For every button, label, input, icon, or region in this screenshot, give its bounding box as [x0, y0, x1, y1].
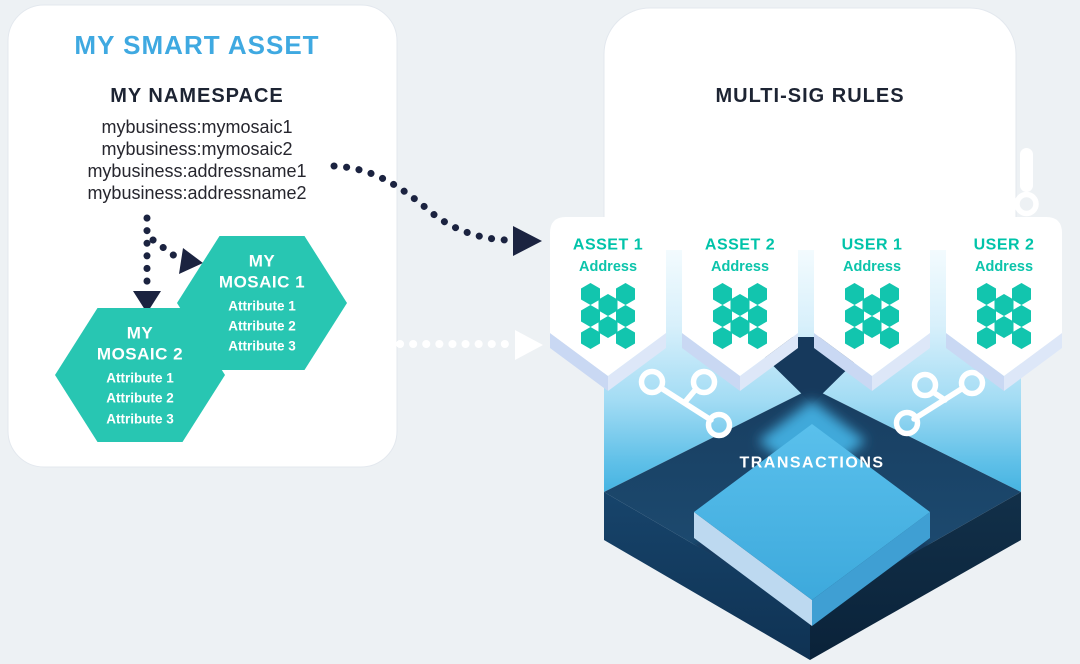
dotted-arrow-to-multisig — [330, 162, 512, 244]
platform-left-face — [604, 492, 810, 660]
mosaic-2-line2: MOSAIC 2 — [97, 345, 183, 364]
arrowhead-branch-icon — [179, 248, 203, 274]
mosaic-2-attr: Attribute 1 — [106, 371, 174, 386]
circuit-left-icon — [638, 368, 733, 439]
card-asset-1: ASSET 1 Address — [550, 217, 666, 391]
smart-asset-title: MY SMART ASSET — [74, 30, 319, 60]
clipped-circuit-icon — [1014, 148, 1039, 217]
card-asset-2: ASSET 2 Address — [682, 217, 798, 391]
card-subtitle: Address — [843, 259, 901, 275]
mosaic-1-attr: Attribute 1 — [228, 299, 296, 314]
card-title: USER 1 — [842, 237, 903, 254]
card-edge-right — [740, 333, 798, 391]
card-edge-right — [872, 333, 930, 391]
transactions-platform: TRANSACTIONS — [694, 424, 930, 626]
mosaic-1-line2: MOSAIC 1 — [219, 273, 305, 292]
card-user-2: USER 2 Address — [946, 217, 1062, 391]
mosaic-1-attr: Attribute 2 — [228, 319, 296, 334]
card-subtitle: Address — [711, 259, 769, 275]
card-subtitle: Address — [579, 259, 637, 275]
namespace-line: mybusiness:mymosaic2 — [101, 139, 292, 159]
card-edge-left — [814, 333, 872, 391]
namespace-line: mybusiness:addressname1 — [87, 161, 306, 181]
mosaic-2-attr: Attribute 2 — [106, 391, 174, 406]
card-edge-left — [550, 333, 608, 391]
dotted-arrow-branch — [149, 236, 180, 261]
card-subtitle: Address — [975, 259, 1033, 275]
card-edge-right — [1004, 333, 1062, 391]
card-title: ASSET 2 — [705, 237, 775, 254]
card-edge-left — [946, 333, 1004, 391]
card-title: USER 2 — [974, 237, 1035, 254]
mosaic-1-attr: Attribute 3 — [228, 339, 296, 354]
mosaic-1-hexagon: MY MOSAIC 1 Attribute 1 Attribute 2 Attr… — [177, 236, 347, 370]
arrowhead-to-multisig-icon — [513, 226, 542, 256]
mosaic-2-hexagon: MY MOSAIC 2 Attribute 1 Attribute 2 Attr… — [55, 308, 225, 442]
card-title: ASSET 1 — [573, 237, 643, 254]
multisig-title: MULTI-SIG RULES — [715, 85, 904, 107]
namespace-title: MY NAMESPACE — [110, 85, 284, 107]
transactions-label: TRANSACTIONS — [739, 455, 884, 472]
platform-right-face — [810, 492, 1021, 660]
namespace-line: mybusiness:addressname2 — [87, 183, 306, 203]
mosaic-2-line1: MY — [127, 324, 154, 343]
namespace-line: mybusiness:mymosaic1 — [101, 117, 292, 137]
arrowhead-white-icon — [515, 330, 543, 360]
card-edge-right — [608, 333, 666, 391]
mosaic-2-attr: Attribute 3 — [106, 412, 174, 427]
mosaic-1-line1: MY — [249, 252, 276, 271]
card-edge-left — [682, 333, 740, 391]
card-user-1: USER 1 Address — [814, 217, 930, 391]
arrowhead-down-icon — [133, 291, 161, 313]
circuit-right-icon — [893, 369, 986, 437]
